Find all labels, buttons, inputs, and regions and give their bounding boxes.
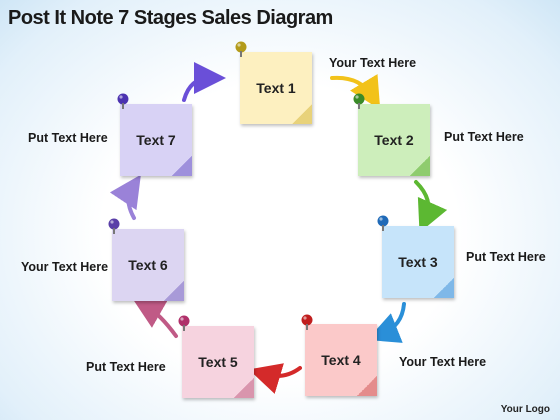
pushpin-icon	[108, 218, 120, 234]
page-title: Post It Note 7 Stages Sales Diagram	[8, 7, 333, 29]
note-7-fold	[172, 156, 192, 176]
note-3[interactable]: Text 3	[382, 226, 454, 298]
note-2[interactable]: Text 2	[358, 104, 430, 176]
arrow-5-to-6	[132, 298, 178, 338]
arrow-6-to-7	[109, 174, 141, 220]
note-7[interactable]: Text 7	[120, 104, 192, 176]
pushpin-icon	[117, 93, 129, 109]
note-2-fold	[410, 156, 430, 176]
note-7-label: Text 7	[136, 132, 176, 148]
note-2-label: Text 2	[374, 132, 414, 148]
note-1-fold	[292, 104, 312, 124]
note-7-caption: Put Text Here	[28, 131, 108, 145]
note-5-fold	[234, 378, 254, 398]
note-1-label: Text 1	[256, 80, 296, 96]
note-6[interactable]: Text 6	[112, 229, 184, 301]
note-2-caption: Put Text Here	[444, 130, 524, 144]
note-1-caption: Your Text Here	[329, 56, 417, 70]
pushpin-icon	[377, 215, 389, 231]
note-4[interactable]: Text 4	[305, 324, 377, 396]
note-6-fold	[164, 281, 184, 301]
note-5-caption: Put Text Here	[86, 360, 166, 374]
pushpin-icon	[235, 41, 247, 57]
note-4-fold	[357, 376, 377, 396]
pushpin-icon	[301, 314, 313, 330]
note-5-label: Text 5	[198, 354, 238, 370]
arrow-3-to-4	[367, 302, 406, 343]
note-1[interactable]: Text 1	[240, 52, 312, 124]
note-5[interactable]: Text 5	[182, 326, 254, 398]
note-3-caption: Put Text Here	[466, 250, 546, 264]
arrow-1-to-2	[330, 74, 381, 110]
note-6-caption: Your Text Here	[21, 260, 109, 274]
pushpin-icon	[353, 93, 365, 109]
arrow-2-to-3	[414, 180, 448, 233]
arrow-7-to-1	[182, 62, 226, 102]
note-6-label: Text 6	[128, 257, 168, 273]
note-4-caption: Your Text Here	[399, 355, 487, 369]
note-4-label: Text 4	[321, 352, 361, 368]
note-3-fold	[434, 278, 454, 298]
note-3-label: Text 3	[398, 254, 438, 270]
pushpin-icon	[178, 315, 190, 331]
arrow-4-to-5	[248, 363, 302, 394]
logo-text: Your Logo	[500, 404, 550, 415]
